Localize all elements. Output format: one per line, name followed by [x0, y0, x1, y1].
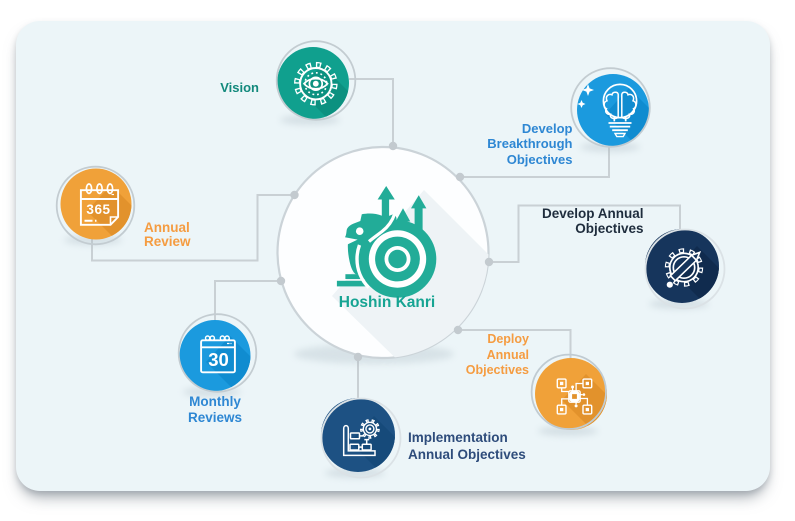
svg-text:30: 30	[208, 349, 229, 370]
svg-text:365: 365	[86, 202, 110, 217]
